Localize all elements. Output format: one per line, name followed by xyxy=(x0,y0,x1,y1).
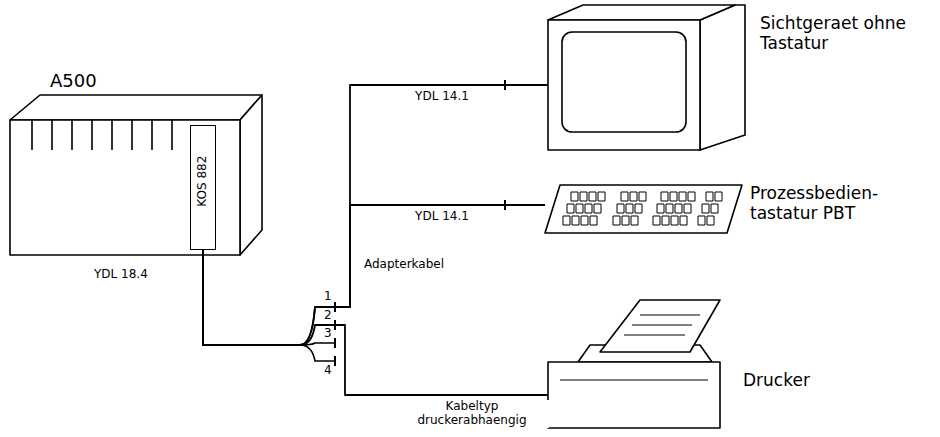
module-card: KOS 882 xyxy=(190,125,216,250)
port-number: 2 xyxy=(322,309,334,323)
keyboard-body xyxy=(545,185,742,233)
port-ticks xyxy=(335,80,505,366)
cable xyxy=(203,205,545,345)
cable-label: YDL 14.1 xyxy=(395,210,489,224)
keyboard-keys xyxy=(563,192,722,225)
node-label: Drucker xyxy=(743,370,893,390)
rack-top xyxy=(10,95,262,120)
keyboard: Prozessbedien- tastatur PBT xyxy=(545,185,742,233)
paper-lines xyxy=(624,315,700,335)
rack-slots xyxy=(32,120,172,150)
monitor-back xyxy=(700,5,745,150)
port-number: 1 xyxy=(322,290,334,304)
cable-label: Kabeltyp druckerabhaengig xyxy=(395,400,549,428)
cable xyxy=(203,250,548,395)
rack-side xyxy=(240,95,262,255)
adapter-branch xyxy=(300,345,335,361)
rack: A500KOS 882 xyxy=(10,120,240,255)
cable-label: YDL 18.4 xyxy=(92,268,150,282)
cable-label: YDL 14.1 xyxy=(395,90,489,104)
cable xyxy=(203,85,548,345)
monitor-screen xyxy=(562,32,686,132)
node-label: Sichtgeraet ohne Tastatur xyxy=(760,13,920,54)
port-number: 4 xyxy=(322,364,334,378)
node-label: A500 xyxy=(50,70,130,92)
printer-slot xyxy=(560,380,708,381)
printer-paper xyxy=(600,300,720,352)
monitor: Sichtgeraet ohne Tastatur xyxy=(548,5,745,150)
monitor-top xyxy=(548,5,735,20)
port-number: 3 xyxy=(322,327,334,341)
printer-body xyxy=(548,362,720,428)
printer: Drucker xyxy=(548,300,720,428)
node-label: Prozessbedien- tastatur PBT xyxy=(750,183,910,224)
rack-front xyxy=(10,120,240,255)
cable-label: Adapterkabel xyxy=(362,258,446,272)
node-label: KOS 882 xyxy=(195,156,209,207)
monitor-front xyxy=(548,20,700,150)
